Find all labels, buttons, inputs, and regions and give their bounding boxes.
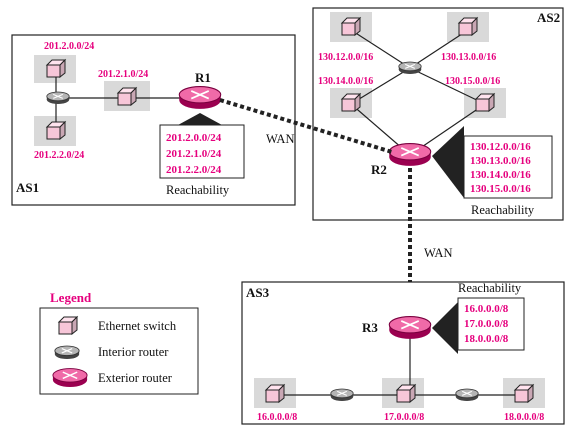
network-label: 18.0.0.0/8 [504, 412, 544, 423]
wan-link-r1-r2 [219, 98, 393, 154]
reachability-entry: 201.2.1.0/24 [166, 148, 222, 160]
reachability-pointer [178, 113, 222, 125]
reachability-pointer [432, 302, 458, 354]
interior-router-icon [455, 388, 479, 402]
legend-interior-router: Interior router [98, 345, 169, 359]
ethernet-switch-icon [46, 59, 66, 78]
exterior-router-icon [388, 143, 432, 167]
wan-label: WAN [266, 132, 294, 146]
interior-router-icon [46, 91, 70, 105]
reachability-entry: 201.2.2.0/24 [166, 164, 222, 176]
ethernet-switch-icon [341, 17, 361, 36]
legend-title: Legend [50, 290, 92, 305]
router-r2-label: R2 [371, 162, 387, 177]
ethernet-switch-icon [46, 121, 66, 140]
exterior-router-icon [52, 368, 88, 388]
ethernet-switch-icon [514, 384, 534, 403]
ethernet-switch-icon [58, 316, 78, 335]
network-label: 130.15.0.0/16 [445, 76, 500, 87]
reachability-entry: 18.0.0.0/8 [464, 333, 509, 345]
interior-router-icon [330, 388, 354, 402]
wan-label: WAN [424, 246, 452, 260]
reachability-title: Reachability [166, 183, 230, 197]
network-label: 130.13.0.0/16 [441, 52, 496, 63]
router-r3-label: R3 [362, 320, 378, 335]
link [409, 67, 486, 105]
reachability-entry: 130.12.0.0/16 [470, 141, 531, 153]
network-label: 130.14.0.0/16 [318, 76, 373, 87]
link [350, 67, 411, 105]
network-label: 16.0.0.0/8 [257, 412, 297, 423]
exterior-router-icon [178, 86, 222, 110]
interior-router-icon [398, 61, 422, 75]
ethernet-switch-icon [475, 93, 495, 112]
legend-ethernet-switch: Ethernet switch [98, 319, 177, 333]
network-label: 201.2.2.0/24 [34, 150, 84, 161]
reachability-entry: 16.0.0.0/8 [464, 303, 509, 315]
reachability-title: Reachability [458, 281, 522, 295]
as2-title: AS2 [537, 10, 560, 25]
reachability-entry: 130.13.0.0/16 [470, 155, 531, 167]
reachability-box-r2 [463, 135, 553, 199]
legend-exterior-router: Exterior router [98, 371, 173, 385]
exterior-router-icon [388, 316, 432, 340]
reachability-pointer [432, 126, 464, 198]
network-label: 130.12.0.0/16 [318, 52, 373, 63]
reachability-entry: 130.15.0.0/16 [470, 183, 531, 195]
reachability-box-r1 [159, 124, 245, 179]
ethernet-switch-icon [396, 384, 416, 403]
network-label: 17.0.0.0/8 [384, 412, 424, 423]
network-label: 201.2.0.0/24 [44, 41, 94, 52]
link [350, 29, 411, 69]
reachability-entry: 130.14.0.0/16 [470, 169, 531, 181]
reachability-box-r3 [457, 297, 525, 351]
reachability-title: Reachability [471, 203, 535, 217]
as1-title: AS1 [16, 180, 39, 195]
as3-title: AS3 [246, 285, 270, 300]
reachability-entry: 201.2.0.0/24 [166, 132, 222, 144]
interior-router-icon [54, 345, 80, 360]
network-label: 201.2.1.0/24 [98, 69, 148, 80]
ethernet-switch-icon [117, 87, 137, 106]
ethernet-switch-icon [341, 93, 361, 112]
link [409, 29, 469, 69]
reachability-entry: 17.0.0.0/8 [464, 318, 509, 330]
ethernet-switch-icon [265, 384, 285, 403]
router-r1-label: R1 [195, 70, 211, 85]
ethernet-switch-icon [458, 17, 478, 36]
